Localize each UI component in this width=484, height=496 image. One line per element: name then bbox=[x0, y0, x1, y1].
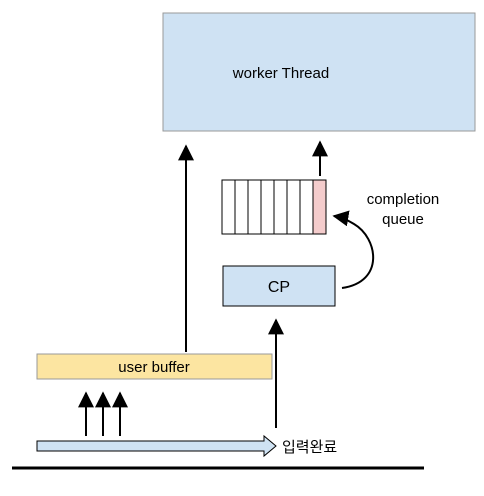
worker-thread-node: worker Thread bbox=[162, 12, 476, 132]
queue-slot bbox=[221, 179, 236, 235]
user-buffer-node: user buffer bbox=[36, 353, 273, 380]
input-stream-arrow bbox=[36, 434, 277, 458]
completion-queue bbox=[221, 179, 327, 235]
completion-queue-label-line1: completion bbox=[367, 191, 440, 208]
user-buffer-label: user buffer bbox=[118, 359, 189, 376]
completion-queue-label-line2: queue bbox=[382, 211, 424, 228]
queue-slot bbox=[247, 179, 262, 235]
queue-slot bbox=[234, 179, 249, 235]
cp-node: CP bbox=[222, 265, 336, 307]
queue-slot bbox=[273, 179, 288, 235]
queue-slot bbox=[286, 179, 301, 235]
cp-label: CP bbox=[268, 279, 290, 296]
input-complete-label: 입력완료 bbox=[282, 439, 337, 456]
queue-slot-filled bbox=[312, 179, 327, 235]
cp-to-queue-curved-arrow bbox=[332, 210, 375, 289]
queue-slot bbox=[260, 179, 275, 235]
worker-thread-label: worker Thread bbox=[232, 65, 329, 82]
queue-slot bbox=[299, 179, 314, 235]
